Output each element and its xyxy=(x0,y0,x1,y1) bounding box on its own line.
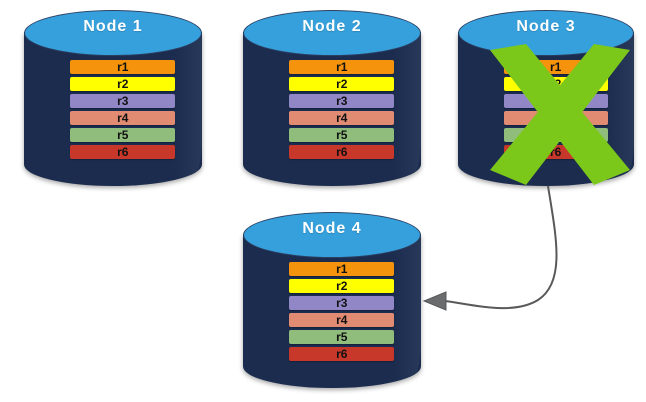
node-1-row-r2[interactable]: r2 xyxy=(70,77,176,91)
node-1[interactable]: Node 1 r1 r2 r3 r4 r5 r6 xyxy=(24,10,202,186)
node-4-row-r3-label: r3 xyxy=(336,296,348,310)
node-3-row-r2-label: r2 xyxy=(550,77,562,91)
node-1-row-r6-label: r6 xyxy=(117,145,129,159)
node-1-row-r3-label: r3 xyxy=(117,94,129,108)
node-1-row-r2-label: r2 xyxy=(117,77,129,91)
node-4-label: Node 4 xyxy=(302,220,362,237)
node-3-row-r3[interactable]: r3 xyxy=(503,94,608,108)
node-2-row-r3-label: r3 xyxy=(336,94,348,108)
node-3-label: Node 3 xyxy=(516,18,576,35)
node-3[interactable]: Node 3 r1 r2 r3 r4 r5 r6 xyxy=(458,10,635,186)
arrow-node3-to-node4 xyxy=(444,185,558,310)
node-4-row-r2-label: r2 xyxy=(336,279,348,293)
node-2-row-r2[interactable]: r2 xyxy=(289,77,395,91)
node-2-cylinder-body xyxy=(243,32,421,186)
node-1-row-r5[interactable]: r5 xyxy=(70,128,176,142)
node-2-cylinder-top xyxy=(243,10,421,56)
node-2-row-r1-label: r1 xyxy=(336,60,348,74)
node-1-row-r4-label: r4 xyxy=(117,111,129,125)
node-2-row-r5[interactable]: r5 xyxy=(289,128,395,142)
node-2[interactable]: Node 2 r1 r2 r3 r4 r5 r6 xyxy=(243,10,421,186)
node-2-label: Node 2 xyxy=(302,18,362,35)
node-3-row-r6[interactable]: r6 xyxy=(503,145,608,159)
node-3-row-r5-label: r5 xyxy=(550,128,562,142)
node-1-row-r5-label: r5 xyxy=(117,128,129,142)
node-1-row-stack: r1 r2 r3 r4 r5 r6 xyxy=(70,60,176,162)
node-1-row-r3[interactable]: r3 xyxy=(70,94,176,108)
node-2-row-r6-label: r6 xyxy=(336,145,348,159)
node-2-row-r6[interactable]: r6 xyxy=(289,145,395,159)
node-3-row-r4[interactable]: r4 xyxy=(503,111,608,125)
node-4-row-r1[interactable]: r1 xyxy=(289,262,395,276)
node-4-row-r1-label: r1 xyxy=(336,262,348,276)
node-4-row-r3[interactable]: r3 xyxy=(289,296,395,310)
node-1-cylinder-top xyxy=(24,10,202,56)
node-3-row-r5[interactable]: r5 xyxy=(503,128,608,142)
node-2-row-r3[interactable]: r3 xyxy=(289,94,395,108)
node-4-cylinder-body xyxy=(243,234,421,388)
node-3-row-r4-label: r4 xyxy=(550,111,562,125)
node-3-row-r3-label: r3 xyxy=(550,94,562,108)
node-3-row-r2[interactable]: r2 xyxy=(503,77,608,91)
node-4-row-r4[interactable]: r4 xyxy=(289,313,395,327)
node-1-cylinder-body xyxy=(24,32,202,186)
node-4-row-r5-label: r5 xyxy=(336,330,348,344)
node-2-row-r1[interactable]: r1 xyxy=(289,60,395,74)
node-2-row-r2-label: r2 xyxy=(336,77,348,91)
node-3-row-r1[interactable]: r1 xyxy=(503,60,608,74)
node-4-row-r6[interactable]: r6 xyxy=(289,347,395,361)
node-1-row-r6[interactable]: r6 xyxy=(70,145,176,159)
node-2-row-r5-label: r5 xyxy=(336,128,348,142)
node-4-row-stack: r1 r2 r3 r4 r5 r6 xyxy=(289,262,395,364)
node-4-row-r5[interactable]: r5 xyxy=(289,330,395,344)
node-1-row-r1-label: r1 xyxy=(117,60,129,74)
arrow-head-icon xyxy=(422,291,447,311)
node-4-row-r4-label: r4 xyxy=(336,313,348,327)
node-2-row-r4[interactable]: r4 xyxy=(289,111,395,125)
node-2-row-stack: r1 r2 r3 r4 r5 r6 xyxy=(289,60,395,162)
node-1-row-r1[interactable]: r1 xyxy=(70,60,176,74)
node-4-cylinder-top xyxy=(243,212,421,258)
node-3-row-stack: r1 r2 r3 r4 r5 r6 xyxy=(503,60,608,162)
node-2-row-r4-label: r4 xyxy=(336,111,348,125)
node-4-row-r2[interactable]: r2 xyxy=(289,279,395,293)
node-3-row-r6-label: r6 xyxy=(550,145,562,159)
node-1-label: Node 1 xyxy=(83,18,143,35)
node-4-row-r6-label: r6 xyxy=(336,347,348,361)
node-1-row-r4[interactable]: r4 xyxy=(70,111,176,125)
node-3-row-r1-label: r1 xyxy=(550,60,562,74)
node-4[interactable]: Node 4 r1 r2 r3 r4 r5 r6 xyxy=(243,212,421,388)
